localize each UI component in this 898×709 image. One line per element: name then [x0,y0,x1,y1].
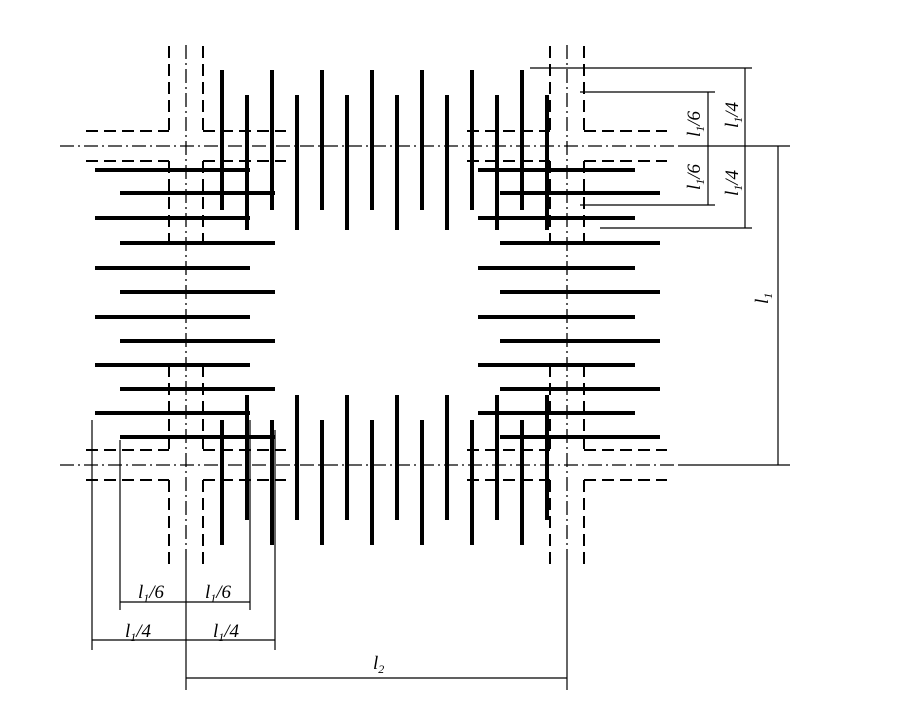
rebar-bars [95,70,660,545]
label-l1: l1 [752,293,775,304]
dimension-lines [91,67,790,690]
label-l1-6-top-lower: l1/6 [684,163,707,190]
label-l1-6-bottom-right: l1/6 [205,582,232,605]
label-l1-4-top-upper: l1/4 [722,101,745,128]
label-l2: l2 [373,653,384,676]
label-l1-4-bottom-right: l1/4 [213,621,240,644]
column-outlines [86,46,667,565]
label-l1-4-bottom-left: l1/4 [125,621,152,644]
label-l1-4-top-lower: l1/4 [722,169,745,196]
axis-centerlines [60,45,680,560]
label-l1-6-bottom-left: l1/6 [138,582,165,605]
label-l1-6-top-upper: l1/6 [684,110,707,137]
